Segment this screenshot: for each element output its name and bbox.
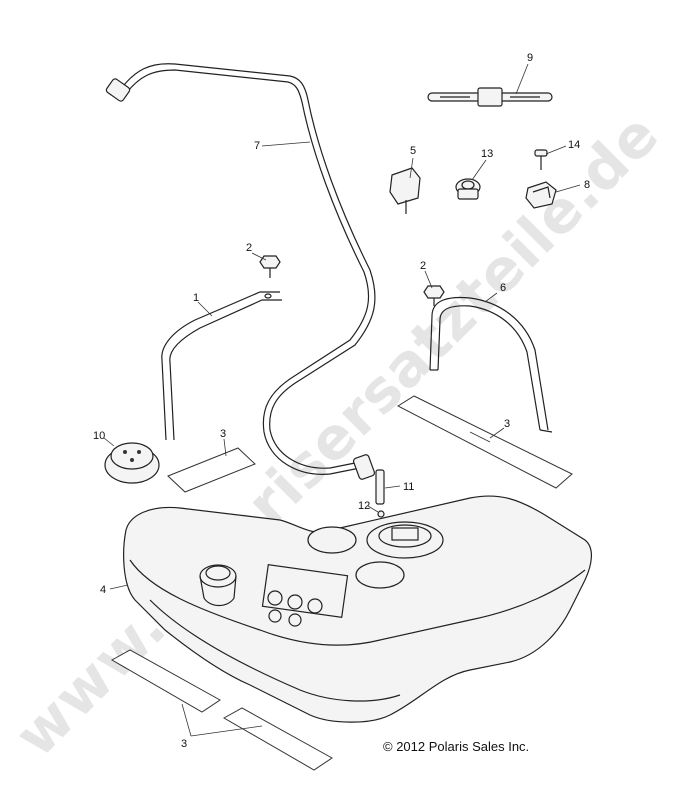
callout-5: 5: [410, 145, 416, 157]
pin-part-14: [534, 149, 548, 170]
copyright-text: © 2012 Polaris Sales Inc.: [383, 739, 529, 754]
callout-3-upper-right: 3: [504, 418, 510, 430]
leader-lines: [103, 63, 581, 737]
tube-part-11: [375, 469, 385, 505]
callout-6: 6: [500, 282, 506, 294]
callout-3-upper-left: 3: [220, 428, 226, 440]
callout-3-lower: 3: [181, 738, 187, 750]
callout-8: 8: [584, 179, 590, 191]
pad-part-3-upper-left: [167, 447, 256, 493]
pad-part-3-lower-a: [110, 649, 221, 713]
clip-part-13: [455, 178, 481, 200]
callout-11: 11: [403, 481, 414, 493]
callout-2-right: 2: [420, 260, 426, 272]
callout-2-left: 2: [246, 242, 252, 254]
callout-9: 9: [527, 52, 533, 64]
bracket-part-5: [389, 167, 421, 214]
pad-part-3-lower-b: [222, 707, 333, 771]
strap-part-6: [429, 296, 553, 433]
callout-1: 1: [193, 292, 199, 304]
clip-part-8: [525, 181, 557, 209]
callout-4: 4: [100, 584, 106, 596]
callout-13: 13: [481, 148, 493, 160]
callout-10: 10: [93, 430, 105, 442]
pad-part-3-upper-right: [396, 395, 573, 489]
fuel-cap-part-10: [104, 442, 160, 484]
callout-14: 14: [568, 139, 580, 151]
callout-7: 7: [254, 140, 260, 152]
bolt-part-2-left: [259, 255, 281, 278]
strap-part-1: [161, 291, 282, 441]
bolt-part-2-right: [423, 285, 445, 306]
fitting-part-12: [377, 510, 385, 518]
vent-hose-part-7: [105, 63, 376, 480]
fuel-tank-part-4: [123, 495, 592, 723]
callout-12: 12: [358, 500, 370, 512]
clamp-part-9: [427, 87, 553, 107]
